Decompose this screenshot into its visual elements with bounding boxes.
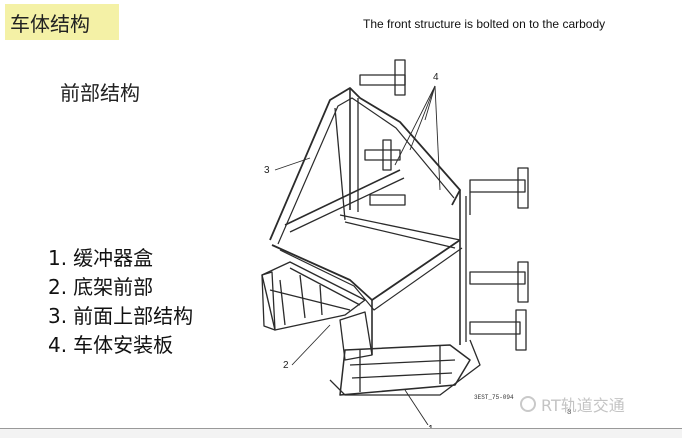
callout-4: 4: [433, 72, 439, 83]
list-item: 2.底架前部: [48, 273, 193, 302]
front-structure-drawing: [261, 59, 529, 425]
list-item-number: 1.: [48, 246, 68, 270]
list-item: 3.前面上部结构: [48, 302, 193, 331]
caption-text: The front structure is bolted on to the …: [363, 17, 606, 31]
list-item-number: 3.: [48, 304, 68, 328]
page-number: 8: [567, 408, 572, 416]
slide-title: 车体结构: [10, 11, 90, 36]
list-item-label: 缓冲器盒: [73, 246, 154, 270]
callout-3: 3: [264, 165, 270, 176]
section-subtitle: 前部结构: [60, 81, 140, 105]
list-item-number: 2.: [48, 275, 68, 299]
list-item-number: 4.: [48, 333, 68, 357]
watermark: RT轨道交通: [520, 392, 625, 416]
bottom-bar: [0, 428, 682, 438]
callout-2: 2: [283, 360, 289, 371]
list-item: 4.车体安装板: [48, 331, 193, 360]
list-item-label: 前面上部结构: [73, 304, 194, 328]
slide-title-box: 车体结构: [5, 4, 119, 40]
list-item-label: 车体安装板: [73, 333, 174, 357]
list-item-label: 底架前部: [73, 275, 154, 299]
watermark-text: RT轨道交通: [541, 396, 625, 415]
watermark-logo-icon: [520, 396, 536, 412]
parts-list: 1.缓冲器盒 2.底架前部 3.前面上部结构 4.车体安装板: [48, 244, 193, 360]
list-item: 1.缓冲器盒: [48, 244, 193, 273]
drawing-code: 3EST_75-094: [474, 394, 514, 401]
